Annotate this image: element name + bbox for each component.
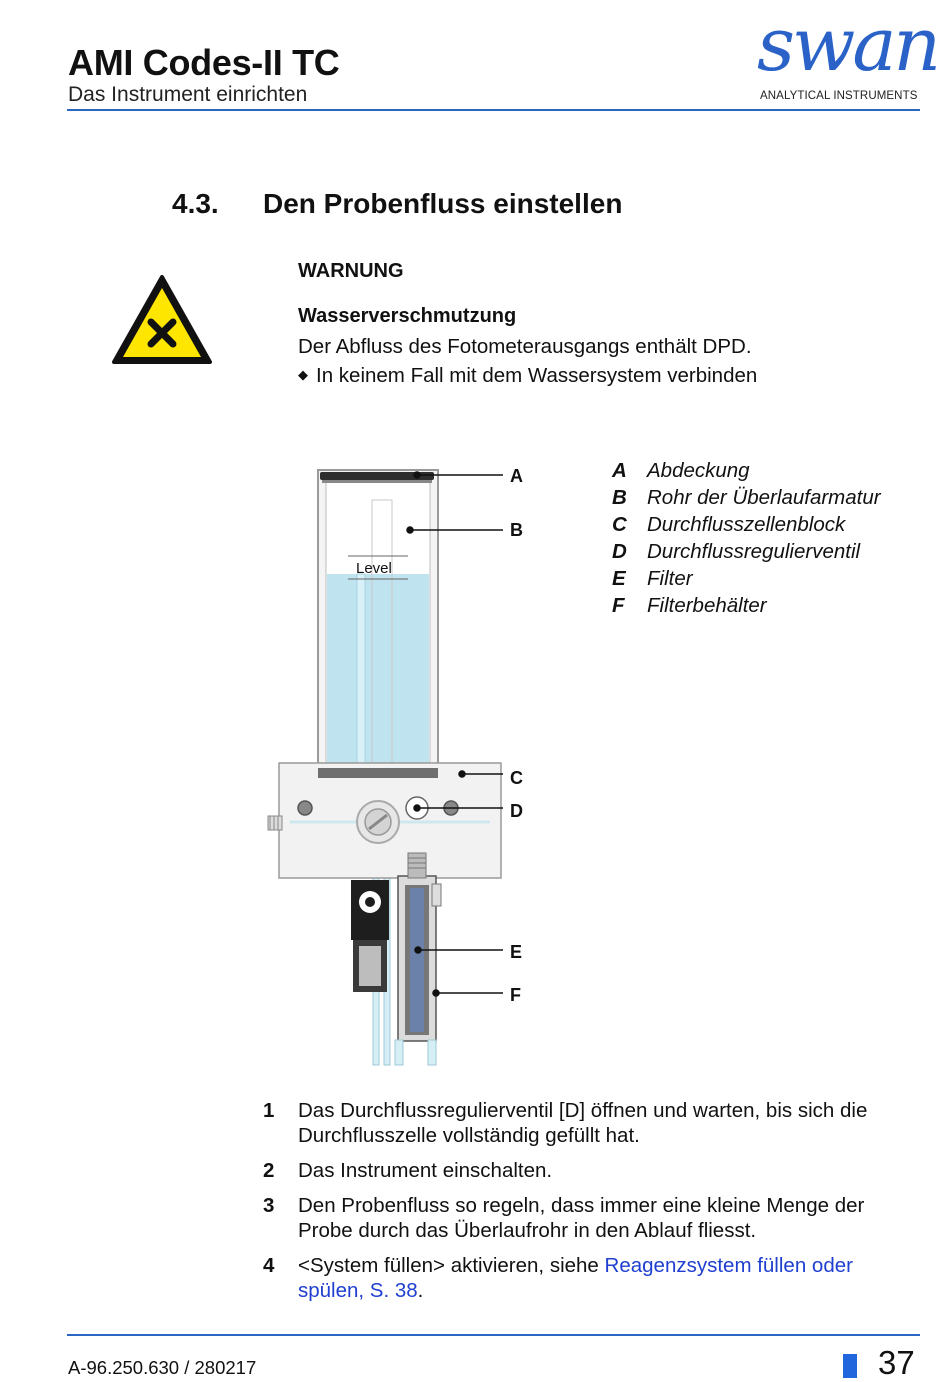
cross-reference-link[interactable]: Reagenzsystem füllen oder spülen, S. 38 [298, 1254, 853, 1302]
step-number: 3 [263, 1194, 275, 1217]
step-text: <System füllen> aktivieren, siehe Reagen… [298, 1254, 853, 1302]
section-title: Den Probenfluss einstellen [263, 188, 623, 219]
sample-water [327, 574, 429, 775]
procedure-steps: 1 Das Durchflussregulierventil [D] öffne… [263, 1098, 923, 1313]
callout-C: C [510, 768, 523, 788]
warning-bullet: ◆ In keinem Fall mit dem Wassersystem ver… [298, 364, 757, 388]
step-item: 2 Das Instrument einschalten. [263, 1158, 923, 1183]
step-number: 4 [263, 1254, 275, 1277]
warning-text: Der Abfluss des Fotometerausgangs enthäl… [298, 335, 752, 358]
callout-E: E [510, 942, 522, 962]
callout-F: F [510, 985, 521, 1005]
warning-heading: WARNUNG [298, 260, 404, 282]
chapter-subtitle: Das Instrument einrichten [68, 83, 308, 106]
swan-logo-tagline: ANALYTICAL INSTRUMENTS [760, 90, 918, 102]
warning-subheading: Wasserverschmutzung [298, 305, 517, 327]
level-label: Level [356, 560, 392, 577]
step-number: 1 [263, 1099, 275, 1122]
document-title: AMI Codes-II TC [68, 42, 340, 83]
step-item: 3 Den Probenfluss so regeln, dass immer … [263, 1193, 923, 1243]
flow-cell-diagram: Level A [267, 466, 523, 1066]
harmful-substance-warning-icon [112, 275, 212, 364]
header-divider [67, 109, 920, 111]
page-number: 37 [878, 1344, 915, 1381]
step-text: Das Instrument einschalten. [298, 1159, 553, 1182]
page-marker [843, 1354, 857, 1378]
cover-A [320, 472, 434, 480]
callout-A: A [510, 466, 523, 486]
footer-divider [67, 1334, 920, 1336]
section-number: 4.3. [172, 188, 219, 219]
warning-bullet-text: In keinem Fall mit dem Wassersystem verb… [316, 364, 758, 387]
document-number: A-96.250.630 / 280217 [68, 1357, 257, 1378]
bullet-diamond-icon: ◆ [298, 367, 308, 382]
step-text: Das Durchflussregulierventil [D] öffnen … [298, 1099, 868, 1147]
callout-B: B [510, 520, 523, 540]
step-item: 1 Das Durchflussregulierventil [D] öffne… [263, 1098, 923, 1148]
step-item: 4 <System füllen> aktivieren, siehe Reag… [263, 1253, 923, 1303]
step-text: Den Probenfluss so regeln, dass immer ei… [298, 1194, 865, 1242]
callout-D: D [510, 801, 523, 821]
step-number: 2 [263, 1159, 275, 1182]
swan-logo: swan [757, 2, 941, 88]
